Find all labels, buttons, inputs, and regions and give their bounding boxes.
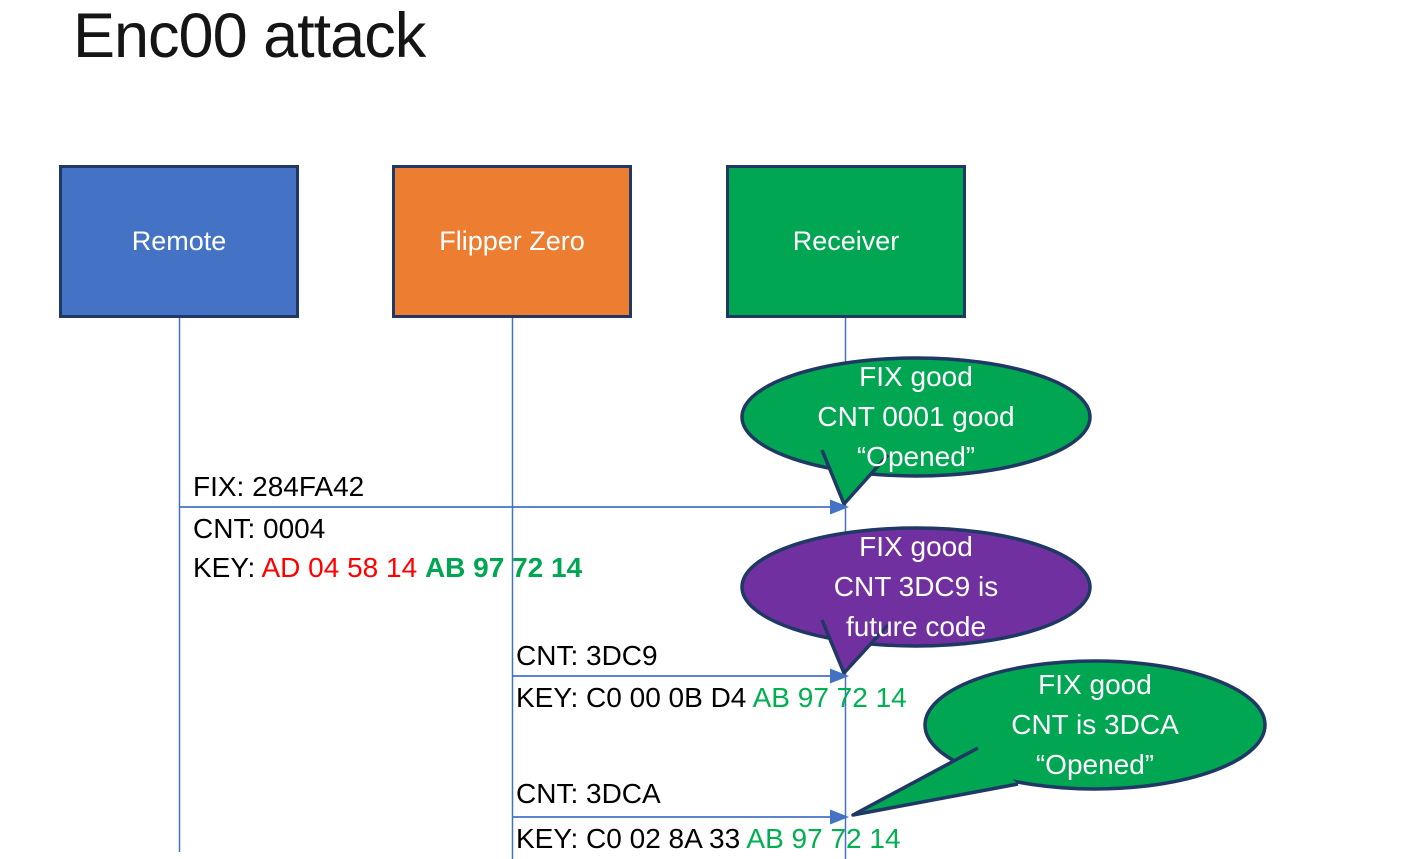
arrowhead-message-3 <box>830 809 849 825</box>
callout1-line1: FIX good <box>859 361 973 392</box>
callout-bubble-green-2 <box>851 659 1267 817</box>
callout3-line3: “Opened” <box>1035 749 1155 780</box>
arrowhead-message-2 <box>830 668 849 684</box>
actor-box-flipper-zero: Flipper Zero <box>392 165 632 318</box>
arrowhead-message-1 <box>830 499 849 515</box>
message1-key-prefix: KEY: <box>193 552 262 583</box>
callout2-line1: FIX good <box>859 531 973 562</box>
callout2-line3: future code <box>845 611 987 642</box>
callout-ellipse-2 <box>740 526 1092 648</box>
slide-title: Enc00 attack <box>73 1 426 71</box>
message1-cnt-label: CNT: 0004 <box>193 513 326 544</box>
actor-box-receiver: Receiver <box>726 165 966 318</box>
callout3-line1: FIX good <box>1038 669 1152 700</box>
callout1-line2: CNT 0001 good <box>817 401 1015 432</box>
message1-key-changed-bytes: AD 04 58 14 <box>261 552 425 583</box>
actor-box-remote: Remote <box>59 165 299 318</box>
message3-cnt-label: CNT: 3DCA <box>516 778 661 809</box>
message3-key-fixed-bytes: AB 97 72 14 <box>746 823 901 854</box>
callout-tail-2 <box>820 619 890 675</box>
actor-label-remote: Remote <box>131 226 227 256</box>
callout3-line2: CNT is 3DCA <box>1011 709 1179 740</box>
callout1-text: FIX good CNT 0001 good “Opened” <box>766 357 1066 477</box>
callout2-text: FIX good CNT 3DC9 is future code <box>766 527 1066 647</box>
message2-cnt-label: CNT: 3DC9 <box>516 640 658 671</box>
message1-key-label: KEY: AD 04 58 14 AB 97 72 14 <box>193 551 582 584</box>
callout2-line2: CNT 3DC9 is <box>833 571 999 602</box>
actor-label-flipper-zero: Flipper Zero <box>439 226 585 256</box>
message3-key-label: KEY: C0 02 8A 33 AB 97 72 14 <box>516 822 901 855</box>
actor-label-receiver: Receiver <box>792 226 900 256</box>
callout3-text: FIX good CNT is 3DCA “Opened” <box>945 665 1245 785</box>
callout-ellipse-1 <box>740 356 1092 478</box>
message3-key-changed-bytes: C0 02 8A 33 <box>586 823 747 854</box>
message2-key-changed-bytes: C0 00 0B D4 <box>586 682 753 713</box>
callout1-line3: “Opened” <box>856 441 976 472</box>
message3-key-prefix: KEY: <box>516 823 587 854</box>
message2-key-label: KEY: C0 00 0B D4 AB 97 72 14 <box>516 681 907 714</box>
message1-fix-label: FIX: 284FA42 <box>193 471 365 502</box>
message2-key-prefix: KEY: <box>516 682 587 713</box>
callout-bubble-purple <box>740 526 1092 675</box>
message2-key-fixed-bytes: AB 97 72 14 <box>752 682 907 713</box>
message1-key-fixed-bytes: AB 97 72 14 <box>424 552 583 583</box>
callout-ellipse-3 <box>923 659 1267 791</box>
callout-bubble-green-1 <box>740 356 1092 506</box>
callout-tail-3 <box>851 746 1019 817</box>
callout-tail-1 <box>820 449 890 506</box>
